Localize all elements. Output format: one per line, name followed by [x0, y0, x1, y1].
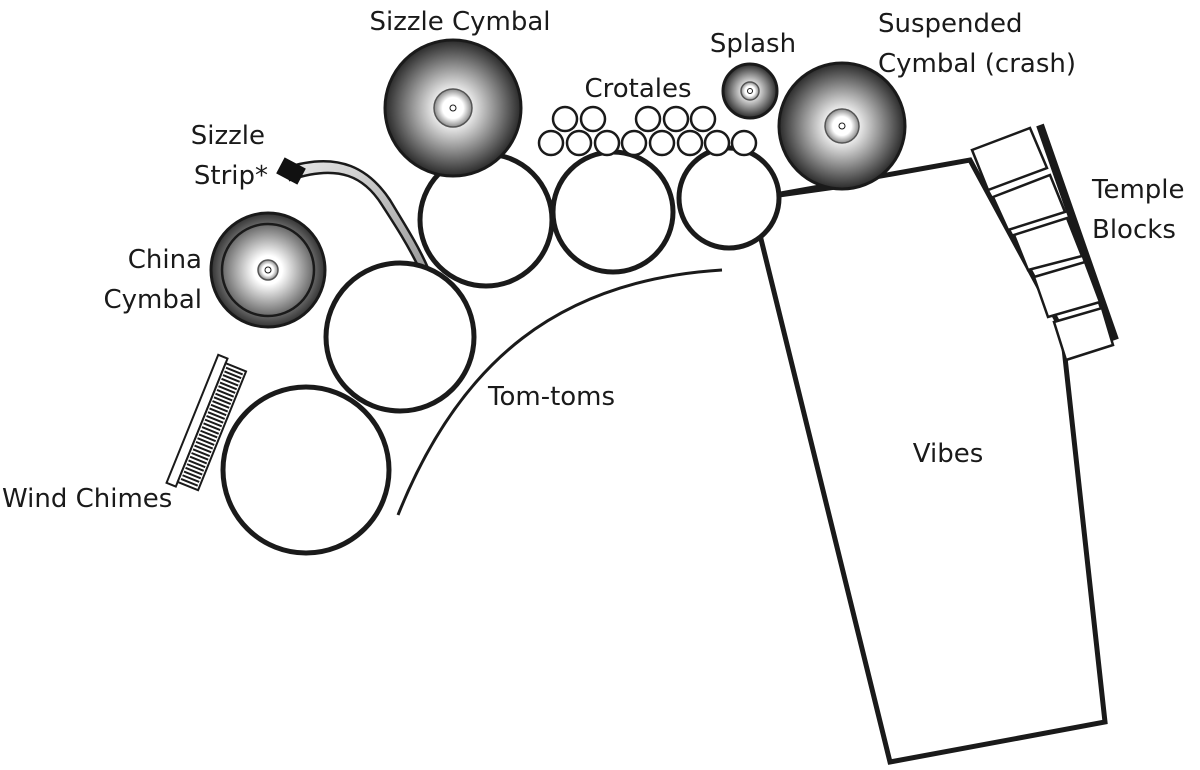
temple-block-4 — [1032, 260, 1102, 319]
label-vibes: Vibes — [913, 439, 983, 469]
label-tom-toms: Tom-toms — [487, 382, 615, 412]
label-sizzle-cymbal: Sizzle Cymbal — [369, 7, 550, 37]
label-suspended-line1: Suspended — [878, 9, 1023, 39]
crotales — [537, 105, 758, 157]
tom-toms-arc — [396, 268, 723, 516]
label-suspended-line2: Cymbal (crash) — [878, 49, 1076, 79]
label-china-line1: China — [128, 245, 202, 275]
label-china-line2: Cymbal — [103, 285, 202, 315]
label-wind-chimes: Wind Chimes — [2, 484, 172, 514]
temple-blocks — [970, 123, 1119, 362]
temple-block-3 — [1012, 216, 1084, 272]
china-cymbal — [209, 211, 327, 329]
label-crotales: Crotales — [584, 74, 691, 104]
tom-tom-4 — [550, 149, 676, 275]
label-temple-line1: Temple — [1091, 175, 1185, 205]
tom-tom-5 — [676, 145, 782, 251]
label-sizzle-strip-line1: Sizzle — [191, 121, 265, 151]
label-sizzle-strip-line2: Strip* — [194, 161, 268, 191]
label-splash: Splash — [710, 29, 796, 59]
temple-block-2 — [991, 173, 1067, 232]
temple-block-5 — [1052, 306, 1115, 362]
tom-tom-2 — [323, 260, 477, 414]
suspended-cymbal — [777, 61, 907, 191]
splash-cymbal — [721, 62, 779, 120]
temple-block-1 — [970, 126, 1049, 192]
tom-tom-1 — [220, 384, 392, 556]
label-temple-line2: Blocks — [1092, 215, 1176, 245]
wind-chimes — [165, 353, 248, 492]
sizzle-cymbal — [383, 38, 523, 178]
tom-toms — [220, 145, 782, 556]
